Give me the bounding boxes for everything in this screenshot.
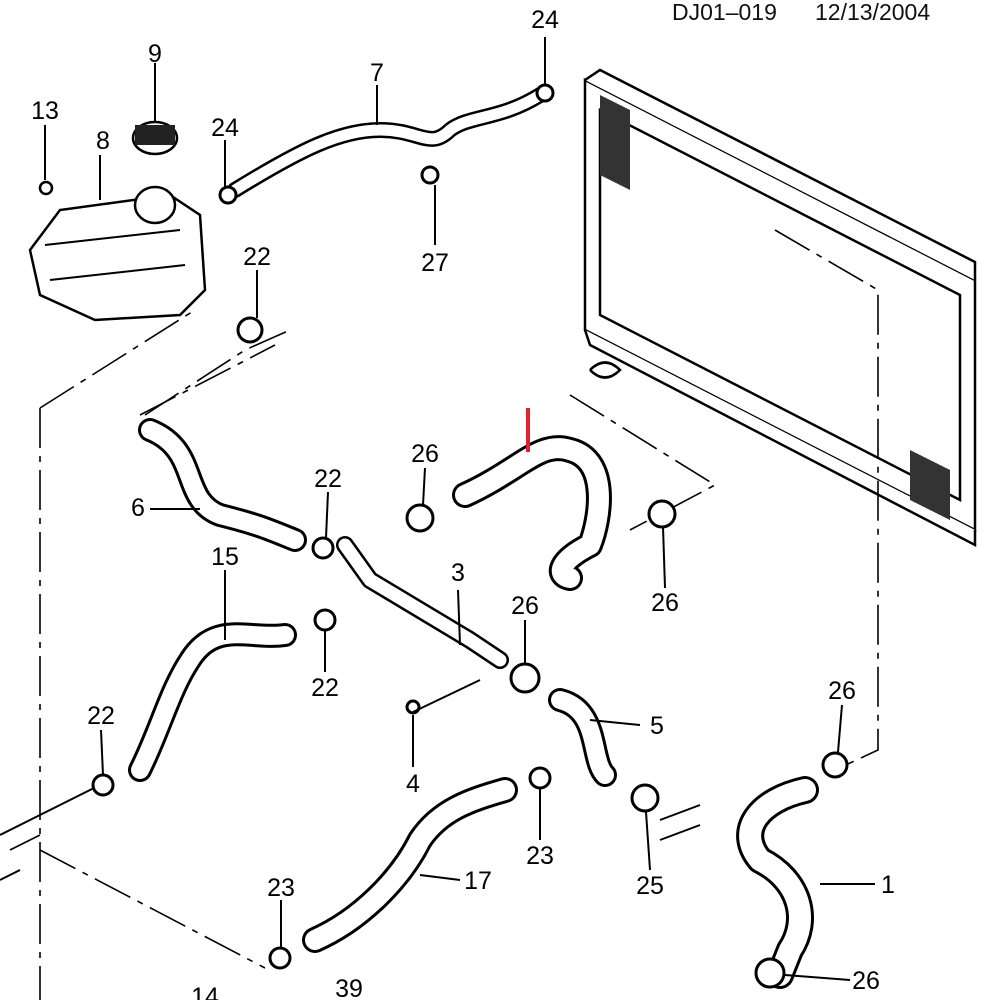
diagram-date: 12/13/2004: [815, 0, 930, 25]
callout-14: 14: [191, 983, 219, 1000]
callout-24: 24: [211, 114, 239, 142]
diagram-code: DJ01–019: [672, 0, 777, 25]
callout-22: 22: [87, 702, 115, 730]
radiator: [583, 68, 977, 548]
callout-23: 23: [526, 842, 554, 870]
callout-24: 24: [531, 6, 559, 34]
hoses: [0, 87, 819, 989]
callout-27: 27: [421, 249, 449, 277]
coolant-reservoir: [28, 120, 207, 322]
callout-9: 9: [148, 40, 162, 68]
callout-8: 8: [96, 127, 110, 155]
callout-22: 22: [314, 465, 342, 493]
callout-23: 23: [267, 874, 295, 902]
callout-22: 22: [243, 243, 271, 271]
callout-26: 26: [411, 440, 439, 468]
callout-5: 5: [650, 712, 664, 740]
callout-17: 17: [464, 867, 492, 895]
callout-15: 15: [211, 543, 239, 571]
callout-26: 26: [651, 589, 679, 617]
callout-26: 26: [852, 967, 880, 995]
callout-39: 39: [335, 975, 363, 1000]
callout-7: 7: [370, 59, 384, 87]
bolt-13: [38, 180, 54, 196]
callout-25: 25: [636, 872, 664, 900]
callout-6: 6: [131, 494, 145, 522]
callout-4: 4: [406, 770, 420, 798]
callout-1: 1: [881, 871, 895, 899]
callout-labels: 24 9 7 13 8 24 27 22 26 22 6 15 3 26 26 …: [31, 6, 895, 1000]
callout-26: 26: [511, 592, 539, 620]
callout-22: 22: [311, 674, 339, 702]
callout-3: 3: [451, 559, 465, 587]
callout-13: 13: [31, 97, 59, 125]
callout-26: 26: [828, 677, 856, 705]
